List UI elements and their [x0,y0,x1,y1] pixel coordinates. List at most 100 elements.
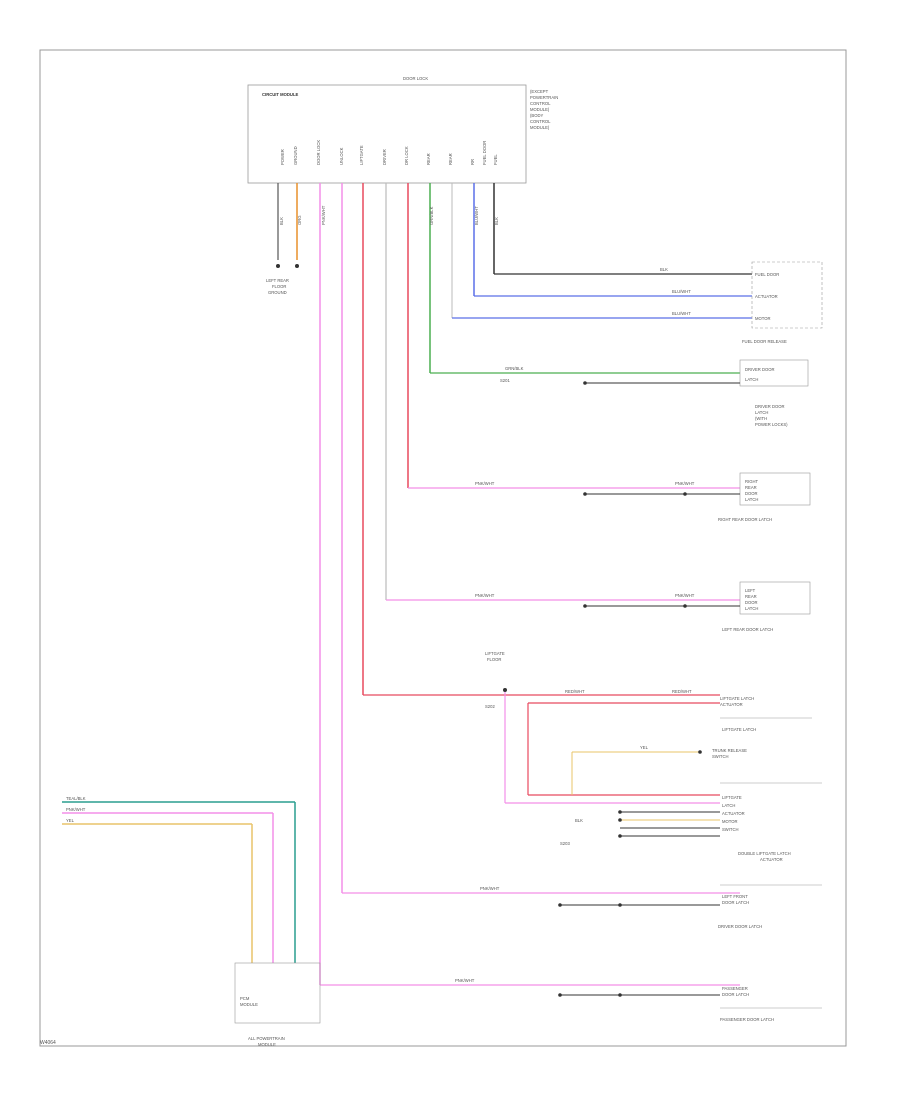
svg-text:CONTROL: CONTROL [530,119,551,124]
pin-label: POWER [280,149,285,165]
svg-text:MOTOR: MOTOR [755,316,771,321]
svg-text:DOOR: DOOR [745,600,758,605]
svg-text:POWER LOCKS): POWER LOCKS) [755,422,788,427]
svg-text:BLK: BLK [279,217,284,225]
svg-text:LIFTGATE: LIFTGATE [722,795,742,800]
svg-text:LIFTGATE LATCH: LIFTGATE LATCH [720,696,754,701]
svg-text:SWITCH: SWITCH [712,754,729,759]
module-box: DOOR LOCK CIRCUIT MODULE (EXCEPT POWERTR… [247,76,558,184]
svg-text:DRIVER DOOR LATCH: DRIVER DOOR LATCH [718,924,762,929]
module-pin-labels: POWER GROUND DOOR LOCK UNLOCK LIFTGATE D… [280,140,498,165]
svg-text:RED/WHT: RED/WHT [672,689,692,694]
svg-text:TEAL/BLK: TEAL/BLK [66,796,86,801]
svg-text:ACTUATOR: ACTUATOR [760,857,783,862]
svg-text:(EXCEPT: (EXCEPT [530,89,549,94]
passenger-door-latch: PASSENGER DOOR LATCH PASSENGER DOOR LATC… [455,978,822,1022]
svg-text:LATCH: LATCH [722,803,735,808]
pin-label: RR [470,159,475,165]
svg-text:FLOOR: FLOOR [487,657,501,662]
svg-text:PASSENGER DOOR LATCH: PASSENGER DOOR LATCH [720,1017,774,1022]
svg-text:DRIVER DOOR: DRIVER DOOR [755,404,785,409]
svg-text:LEFT REAR DOOR LATCH: LEFT REAR DOOR LATCH [722,627,773,632]
svg-text:PNK/WHT: PNK/WHT [455,978,475,983]
svg-text:LEFT REAR: LEFT REAR [266,278,289,283]
svg-text:LATCH: LATCH [745,497,758,502]
module-note: (EXCEPT POWERTRAIN CONTROL MODULE) (BODY… [530,89,558,130]
svg-text:LATCH: LATCH [745,377,758,382]
pin-label: GROUND [293,146,298,165]
module-header: DOOR LOCK [403,76,428,81]
svg-text:YEL: YEL [66,818,75,823]
left-front-door-latch: LEFT FRONT DOOR LATCH DRIVER DOOR LATCH … [480,884,822,929]
svg-text:LEFT: LEFT [745,588,756,593]
pin-label: LIFTGATE [359,145,364,165]
svg-text:ALL POWERTRAIN: ALL POWERTRAIN [248,1036,285,1041]
svg-text:MODULE: MODULE [240,1002,258,1007]
svg-text:PNK/WHT: PNK/WHT [321,205,326,225]
svg-text:REAR: REAR [745,594,757,599]
svg-text:FLOOR: FLOOR [272,284,286,289]
svg-text:S201: S201 [500,378,510,383]
svg-text:DOUBLE LIFTGATE LATCH: DOUBLE LIFTGATE LATCH [738,851,791,856]
svg-text:DRIVER DOOR: DRIVER DOOR [745,367,775,372]
svg-text:DOOR LATCH: DOOR LATCH [722,900,749,905]
svg-text:(BODY: (BODY [530,113,543,118]
svg-text:GROUND: GROUND [268,290,287,295]
right-rear-door-latch: RIGHT REAR DOOR LATCH RIGHT REAR DOOR LA… [718,472,811,522]
svg-text:(WITH: (WITH [755,416,767,421]
svg-text:DOOR: DOOR [745,491,758,496]
pin-label: FUEL DOOR [482,141,487,165]
svg-text:SWITCH: SWITCH [722,827,739,832]
svg-text:PNK/WHT: PNK/WHT [475,481,495,486]
svg-text:LIFTGATE LATCH: LIFTGATE LATCH [722,727,756,732]
svg-text:BLU/WHT: BLU/WHT [672,311,691,316]
svg-text:PNK/WHT: PNK/WHT [480,886,500,891]
svg-text:POWERTRAIN: POWERTRAIN [530,95,558,100]
svg-text:S202: S202 [485,704,495,709]
svg-text:LIFTGATE: LIFTGATE [485,651,505,656]
svg-text:GRN/BLK: GRN/BLK [505,366,524,371]
double-liftgate-latch: LIFTGATE LATCH ACTUATOR MOTOR SWITCH DOU… [560,782,822,862]
liftgate-latch-actuator: LIFTGATE LATCH ACTUATOR LIFTGATE LATCH [720,696,812,732]
left-rear-door-latch: LEFT REAR DOOR LATCH LEFT REAR DOOR LATC… [722,581,811,632]
svg-text:MOTOR: MOTOR [722,819,738,824]
svg-text:LEFT FRONT: LEFT FRONT [722,894,748,899]
trunk-release-switch: TRUNK RELEASE SWITCH YEL [571,745,747,795]
svg-text:LATCH: LATCH [755,410,768,415]
svg-text:MODULE): MODULE) [530,107,550,112]
svg-text:RIGHT REAR DOOR LATCH: RIGHT REAR DOOR LATCH [718,517,772,522]
pin-label: DRIVER [382,149,387,165]
svg-text:BLK: BLK [660,267,668,272]
svg-text:PNK/WHT: PNK/WHT [66,807,86,812]
svg-text:MODULE: MODULE [258,1042,276,1047]
svg-text:GRN/BLK: GRN/BLK [429,206,434,225]
svg-text:LATCH: LATCH [745,606,758,611]
driver-door-latch: DRIVER DOOR LATCH DRIVER DOOR LATCH (WIT… [739,359,809,427]
diagram-id: W4064 [40,1040,56,1046]
svg-text:MODULE): MODULE) [530,125,550,130]
svg-text:BLK: BLK [575,818,583,823]
svg-text:FUEL DOOR: FUEL DOOR [755,272,779,277]
module-title: CIRCUIT MODULE [262,92,298,97]
ground-left-rear: LEFT REAR FLOOR GROUND [266,183,299,295]
svg-text:ORG: ORG [297,215,302,225]
svg-text:FUEL DOOR RELEASE: FUEL DOOR RELEASE [742,339,787,344]
pin-label: UNLOCK [339,147,344,165]
svg-text:PNK/WHT: PNK/WHT [475,593,495,598]
diagram-frame [39,49,847,1047]
svg-text:YEL: YEL [640,745,649,750]
svg-text:RED/WHT: RED/WHT [565,689,585,694]
pin-label: DOOR LOCK [316,140,321,165]
svg-text:BLK: BLK [494,217,499,225]
svg-text:RIGHT: RIGHT [745,479,758,484]
svg-text:TRUNK RELEASE: TRUNK RELEASE [712,748,747,753]
svg-text:ACTUATOR: ACTUATOR [722,811,745,816]
svg-text:BLU/WHT: BLU/WHT [474,206,479,225]
pin-label: DR LOCK [404,146,409,165]
svg-text:ACTUATOR: ACTUATOR [755,294,778,299]
svg-text:CONTROL: CONTROL [530,101,551,106]
svg-text:PASSENGER: PASSENGER [722,986,748,991]
pcm-module: TEAL/BLK PNK/WHT YEL PCM MODULE ALL POWE… [62,796,321,1047]
pin-label: FUEL [493,154,498,165]
